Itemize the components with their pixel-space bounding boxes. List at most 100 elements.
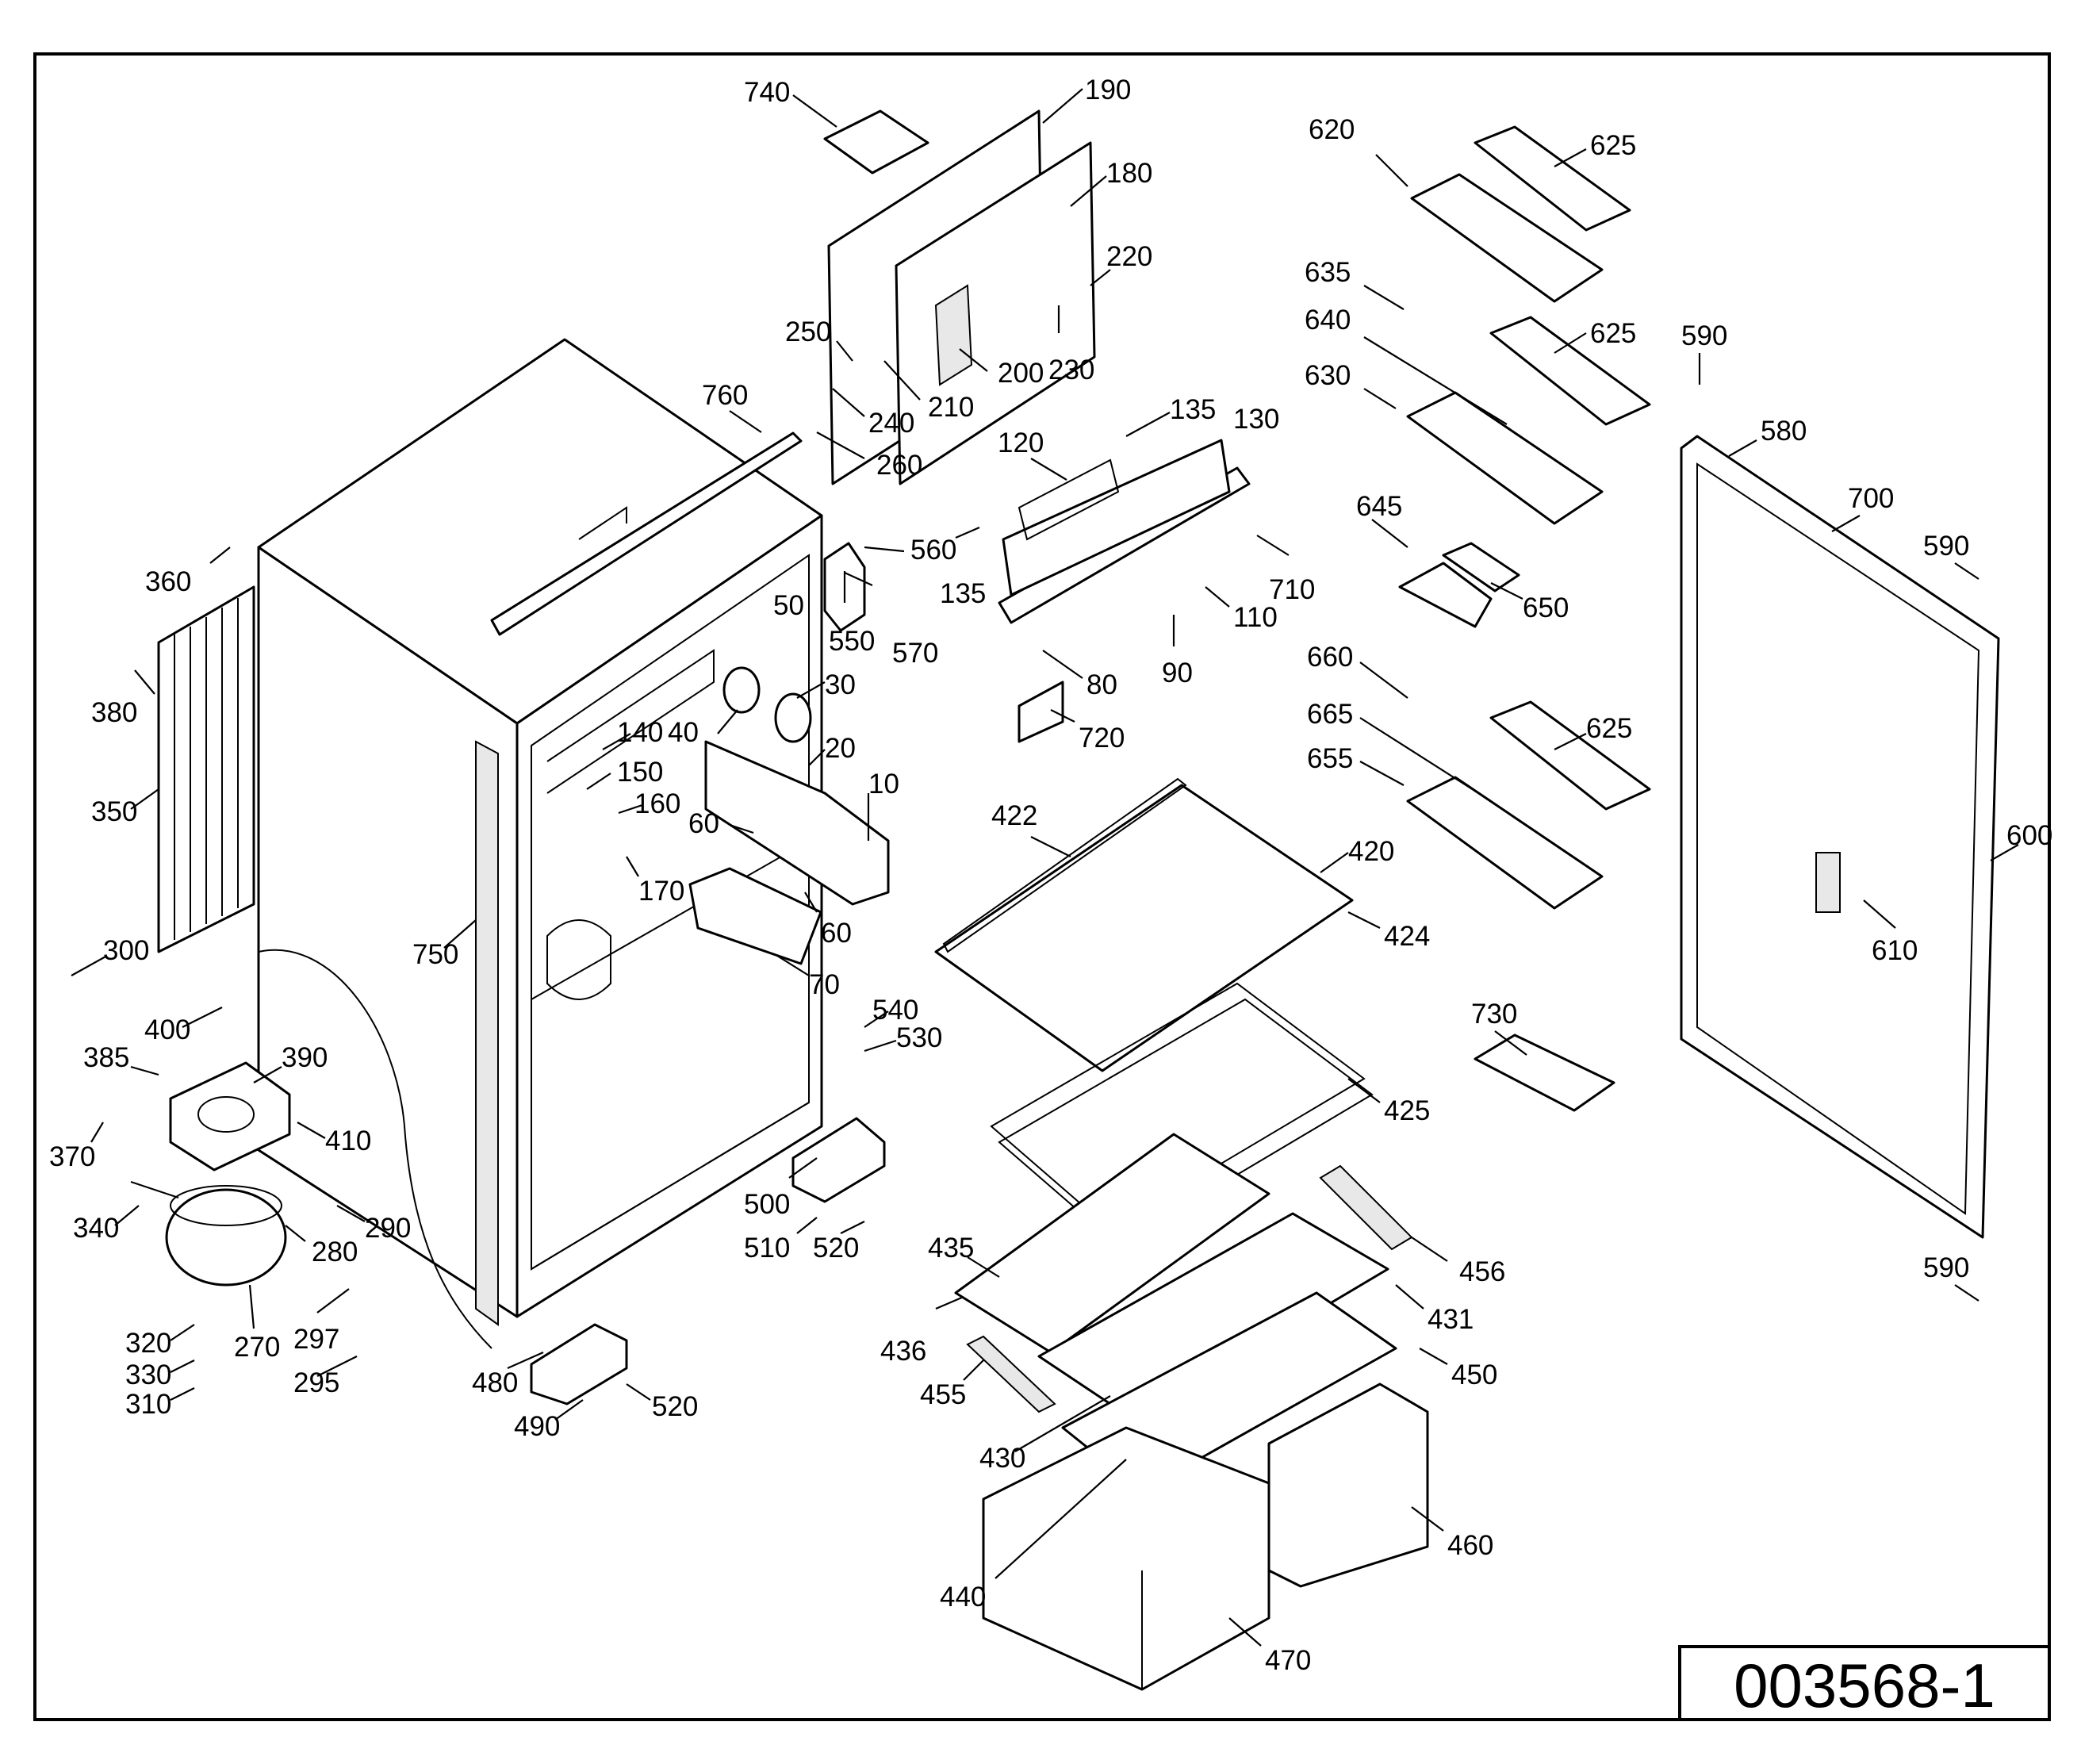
door-bin-top	[1410, 125, 1631, 303]
callout-label: 320	[125, 1328, 171, 1359]
callout-label: 400	[144, 1014, 190, 1045]
callout-label: 700	[1848, 483, 1894, 514]
compressor	[130, 1181, 287, 1287]
crisper-drawers	[982, 1382, 1429, 1691]
callout-label: 520	[652, 1391, 698, 1422]
callout-label: 310	[125, 1389, 171, 1420]
callout-label: 210	[928, 392, 974, 423]
callout-label: 431	[1428, 1304, 1474, 1335]
callout-label: 540	[872, 995, 918, 1026]
callout-label: 140	[617, 717, 663, 748]
crisper-rail-left	[966, 1335, 1056, 1413]
callout-label: 390	[282, 1042, 328, 1073]
thermostat-housing	[998, 439, 1251, 743]
callout-label: 625	[1590, 130, 1636, 161]
callout-label: 750	[412, 939, 458, 970]
callout-label: 297	[293, 1324, 339, 1355]
callout-label: 300	[103, 935, 149, 966]
callout-label: 625	[1586, 713, 1632, 744]
callout-label: 424	[1384, 921, 1430, 952]
callout-label: 410	[325, 1126, 371, 1156]
leader-lines	[71, 88, 2019, 1647]
lower-hinge	[530, 1323, 628, 1405]
callout-label: 135	[940, 578, 986, 609]
callout-label: 710	[1269, 574, 1315, 605]
drawing-number: 003568-1	[1734, 1651, 1995, 1720]
condenser-coil	[157, 585, 255, 953]
callout-label: 590	[1923, 531, 1969, 562]
door-bin-small	[1398, 542, 1520, 628]
callout-label: 730	[1471, 999, 1517, 1030]
refrigerator-door	[1680, 435, 2000, 1239]
callout-label: 645	[1356, 491, 1402, 522]
light-assembly	[688, 666, 890, 965]
callout-label: 560	[910, 535, 956, 566]
callout-label: 425	[1384, 1095, 1430, 1126]
callout-label: 90	[1162, 658, 1193, 688]
callout-label: 760	[702, 380, 748, 411]
callout-label: 430	[979, 1443, 1025, 1474]
callout-label: 600	[2006, 820, 2052, 851]
callout-label: 720	[1079, 723, 1125, 754]
callout-label: 110	[1233, 602, 1278, 633]
callout-label: 330	[125, 1359, 171, 1390]
middle-hinge	[791, 1117, 886, 1203]
callout-label: 480	[472, 1367, 518, 1398]
glass-shelf-lower	[954, 1133, 1270, 1354]
callout-label: 610	[1872, 935, 1918, 966]
callout-label: 240	[868, 408, 914, 439]
callout-label: 230	[1048, 355, 1094, 385]
callout-label: 360	[145, 566, 191, 597]
callout-label: 10	[868, 769, 899, 800]
callout-label: 50	[773, 590, 804, 621]
callout-label: 30	[825, 669, 856, 700]
callout-label: 620	[1309, 114, 1355, 145]
callout-label: 260	[876, 450, 922, 481]
callout-label: 590	[1681, 320, 1727, 351]
callout-label: 490	[514, 1411, 560, 1442]
callout-label: 20	[825, 733, 856, 764]
callout-label: 340	[73, 1213, 119, 1244]
cabinet-body	[257, 338, 823, 1326]
callout-label: 435	[928, 1233, 974, 1264]
callout-label: 40	[668, 717, 699, 748]
drawing-number-box: 003568-1	[1678, 1645, 2051, 1721]
callout-label: 550	[829, 626, 875, 657]
callout-label: 120	[998, 428, 1044, 458]
callout-label: 130	[1233, 404, 1279, 435]
callout-label: 440	[940, 1582, 986, 1613]
callout-label: 625	[1590, 318, 1636, 349]
callout-label: 135	[1170, 394, 1216, 425]
callout-label: 370	[49, 1141, 95, 1172]
callout-label: 510	[744, 1233, 790, 1264]
callout-label: 470	[1265, 1645, 1311, 1676]
callout-label: 436	[880, 1336, 926, 1367]
callout-label: 295	[293, 1367, 339, 1398]
callout-label: 450	[1451, 1359, 1497, 1390]
callout-label: 80	[1086, 669, 1117, 700]
callout-label: 635	[1305, 257, 1351, 288]
egg-tray	[1474, 1033, 1615, 1112]
cutaway-line	[258, 949, 492, 1349]
callout-label: 630	[1305, 360, 1351, 391]
callout-label: 200	[998, 358, 1044, 389]
callout-label: 422	[991, 800, 1037, 831]
callout-label: 180	[1106, 158, 1152, 189]
callout-label: 380	[91, 697, 137, 728]
freezer-compartment	[823, 109, 1096, 485]
callout-label: 270	[234, 1332, 280, 1363]
callout-label: 500	[744, 1189, 790, 1220]
callout-label: 650	[1523, 592, 1569, 623]
callout-label: 456	[1459, 1256, 1505, 1287]
callout-label: 60	[821, 918, 852, 949]
callout-label: 60	[688, 808, 719, 839]
door-bin-bottom	[1406, 700, 1651, 910]
callout-label: 350	[91, 796, 137, 827]
callout-label: 170	[638, 876, 684, 907]
callout-label: 590	[1923, 1252, 1969, 1283]
callout-label: 70	[809, 969, 840, 1000]
top-rail	[490, 431, 803, 636]
callout-label: 665	[1307, 699, 1353, 730]
glass-shelf-upper	[934, 777, 1354, 1072]
